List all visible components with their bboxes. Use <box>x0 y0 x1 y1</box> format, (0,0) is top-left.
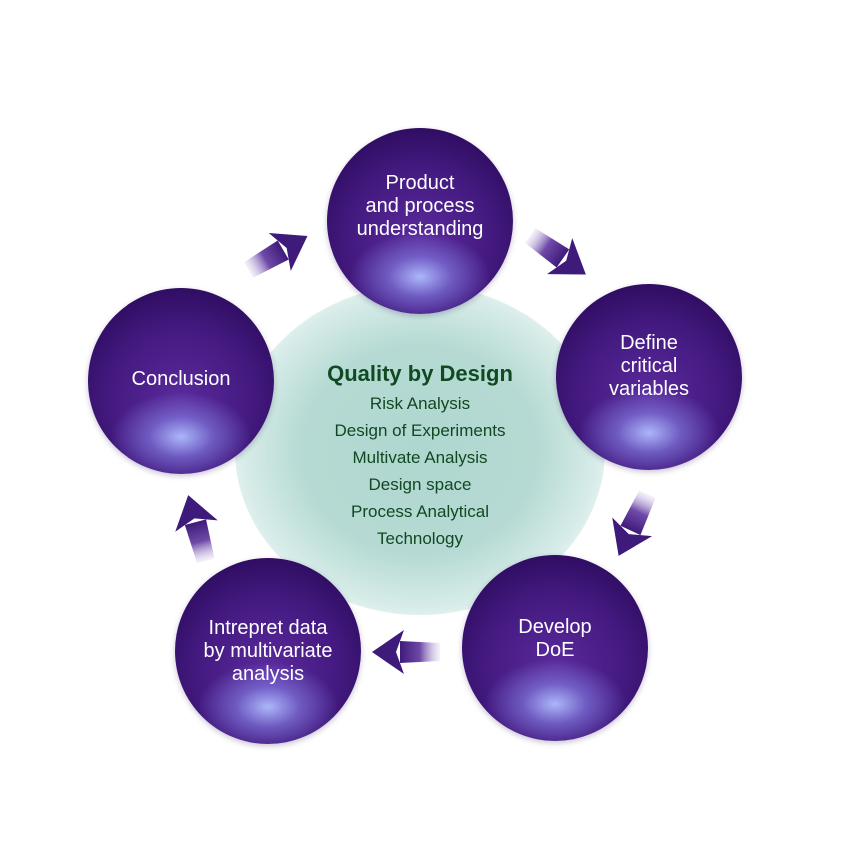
arrow-product-to-define <box>524 228 586 275</box>
arrow-define-to-develop <box>612 490 656 556</box>
node-product-label: Product and process understanding <box>356 172 484 240</box>
center-item-risk-analysis: Risk Analysis <box>369 394 471 413</box>
node-develop-doe: Develop DoE <box>462 555 648 741</box>
node-conclusion: Conclusion <box>88 288 274 474</box>
center-title: Quality by Design <box>327 361 513 386</box>
center-item-process-analytical: Process Analytical <box>351 502 489 521</box>
center-item-technology: Technology <box>376 529 463 548</box>
node-define-label: Define critical variables <box>608 332 690 400</box>
node-conclusion-label: Conclusion <box>131 368 231 390</box>
node-interpret-data: Intrepret data by multivariate analysis <box>175 558 361 744</box>
center-text-block: Quality by Design Risk Analysis Design o… <box>270 358 570 552</box>
center-item-design-space: Design space <box>368 475 472 494</box>
node-interpret-label: Intrepret data by multivariate analysis <box>203 617 333 685</box>
arrow-conclusion-to-product <box>244 232 308 278</box>
node-develop-label: Develop DoE <box>518 616 592 661</box>
arrow-develop-to-interpret <box>372 630 440 674</box>
center-item-design-of-experiments: Design of Experiments <box>334 421 506 440</box>
node-product-understanding: Product and process understanding <box>327 128 513 314</box>
arrow-interpret-to-conclusion <box>175 495 218 564</box>
center-item-multivariate-analysis: Multivate Analysis <box>352 448 488 467</box>
node-define-variables: Define critical variables <box>556 284 742 470</box>
